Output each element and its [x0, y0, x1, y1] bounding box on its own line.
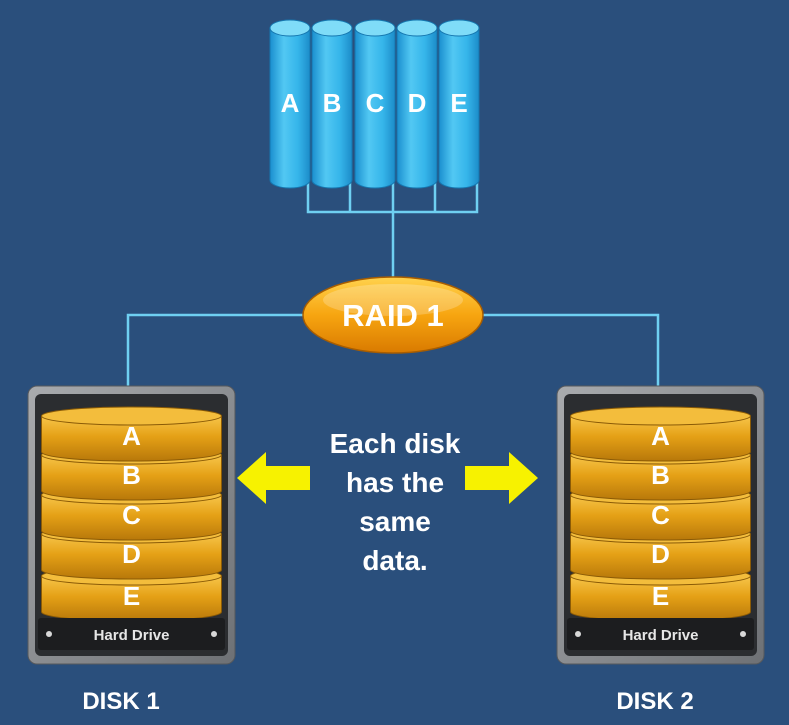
- platter-label: B: [651, 460, 670, 490]
- raid-to-disk1-line: [126, 313, 305, 388]
- platter-label: E: [652, 581, 669, 611]
- drive-label-bar: Hard Drive: [38, 618, 225, 650]
- stripe-segment: D: [396, 19, 438, 189]
- drive-label-bar: Hard Drive: [567, 618, 754, 650]
- platter: C: [41, 485, 222, 541]
- platter-label: D: [122, 539, 141, 569]
- raid-to-disk2-line: [482, 313, 660, 388]
- disk-1-caption: DISK 1: [82, 688, 160, 715]
- platter-label: A: [122, 421, 141, 451]
- stripe-label: B: [323, 88, 342, 118]
- mirror-message: Each disk has the same data.: [300, 424, 490, 580]
- stripe-label: C: [366, 88, 385, 118]
- platter-label: C: [122, 500, 141, 530]
- message-line: data.: [362, 545, 428, 576]
- message-line: has the: [345, 467, 445, 498]
- platter-label: A: [651, 421, 670, 451]
- raid-label: RAID 1: [342, 298, 444, 333]
- stripe-label: D: [408, 88, 427, 118]
- stripe-segment: A: [269, 19, 311, 189]
- platter-label: D: [651, 539, 670, 569]
- platter-label: C: [651, 500, 670, 530]
- connector-lines: [126, 180, 660, 388]
- raid-badge: RAID 1: [302, 276, 484, 354]
- screw-icon: [46, 631, 52, 637]
- stripe-label: A: [281, 88, 300, 118]
- hard-drive-label: Hard Drive: [94, 627, 170, 644]
- stripe-segment: E: [438, 19, 480, 189]
- message-line: same: [359, 506, 431, 537]
- platter: A: [570, 406, 751, 462]
- hard-drive-label: Hard Drive: [623, 627, 699, 644]
- stripe-label: E: [450, 88, 467, 118]
- screw-icon: [575, 631, 581, 637]
- platter-label: B: [122, 460, 141, 490]
- stripe-segment: B: [311, 19, 353, 189]
- stripe-segment: C: [354, 19, 396, 189]
- left-arrow: [237, 452, 310, 504]
- right-arrow: [465, 452, 538, 504]
- platter: A: [41, 406, 222, 462]
- disk-2-caption: DISK 2: [616, 688, 694, 715]
- platter-label: E: [123, 581, 140, 611]
- screw-icon: [740, 631, 746, 637]
- message-line: Each disk: [329, 428, 461, 459]
- screw-icon: [211, 631, 217, 637]
